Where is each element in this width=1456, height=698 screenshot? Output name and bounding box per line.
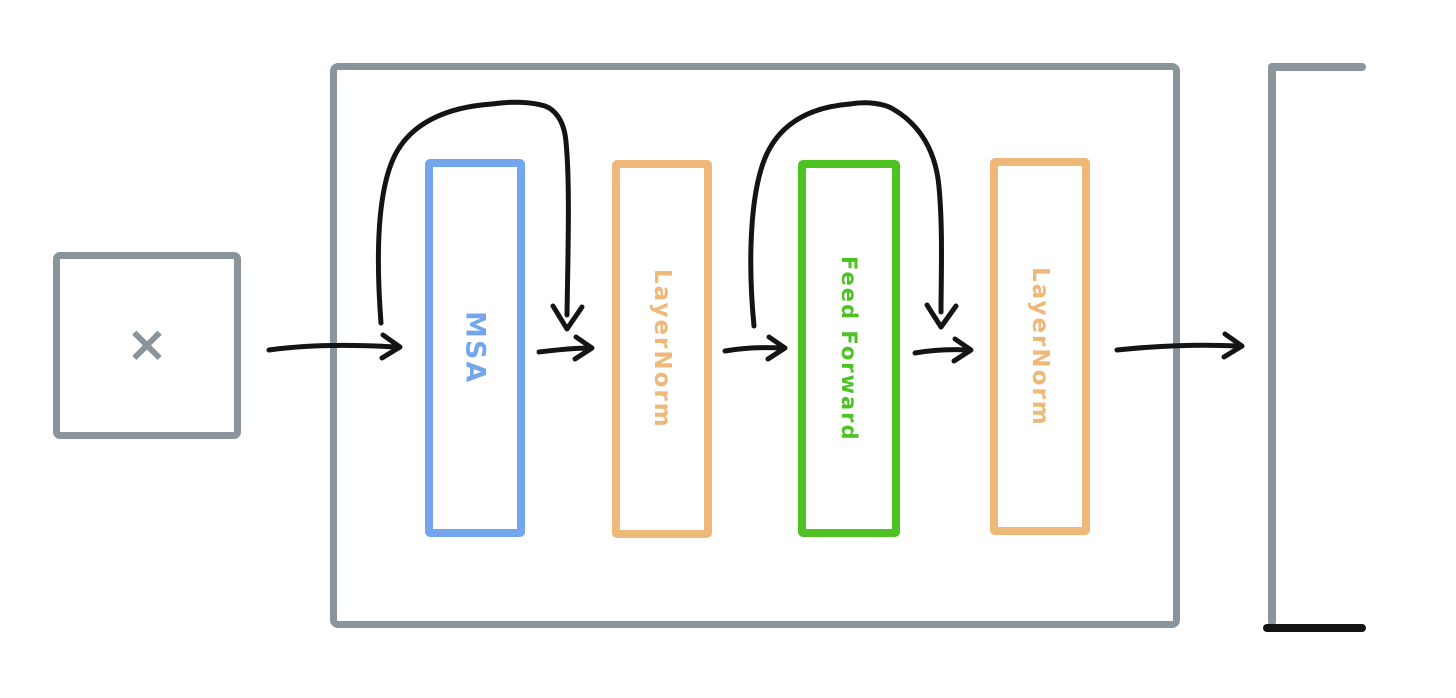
arrow-encoder-to-output bbox=[1114, 331, 1245, 360]
arrow-feed-forward-to-layer-norm-2 bbox=[912, 336, 974, 364]
input-box: × bbox=[53, 252, 241, 439]
input-symbol: × bbox=[126, 314, 168, 373]
msa-box: MSA bbox=[425, 159, 525, 537]
layer-norm-1-label: LayerNorm bbox=[649, 269, 675, 429]
skip-over-msa-arrow bbox=[375, 99, 585, 332]
arrow-input-to-encoder bbox=[266, 332, 403, 361]
skip-over-feed-forward-arrow bbox=[748, 100, 959, 330]
layer-norm-2-label: LayerNorm bbox=[1027, 266, 1053, 427]
layer-norm-2-box: LayerNorm bbox=[990, 158, 1090, 535]
feed-forward-box: Feed Forward bbox=[798, 160, 900, 537]
msa-label: MSA bbox=[459, 311, 491, 385]
arrow-msa-to-layer-norm-1 bbox=[536, 334, 595, 362]
layer-norm-1-box: LayerNorm bbox=[612, 160, 712, 538]
feed-forward-label: Feed Forward bbox=[837, 255, 861, 442]
output-bracket bbox=[1263, 63, 1366, 632]
arrow-layer-norm-1-to-feed-forward bbox=[722, 334, 788, 362]
